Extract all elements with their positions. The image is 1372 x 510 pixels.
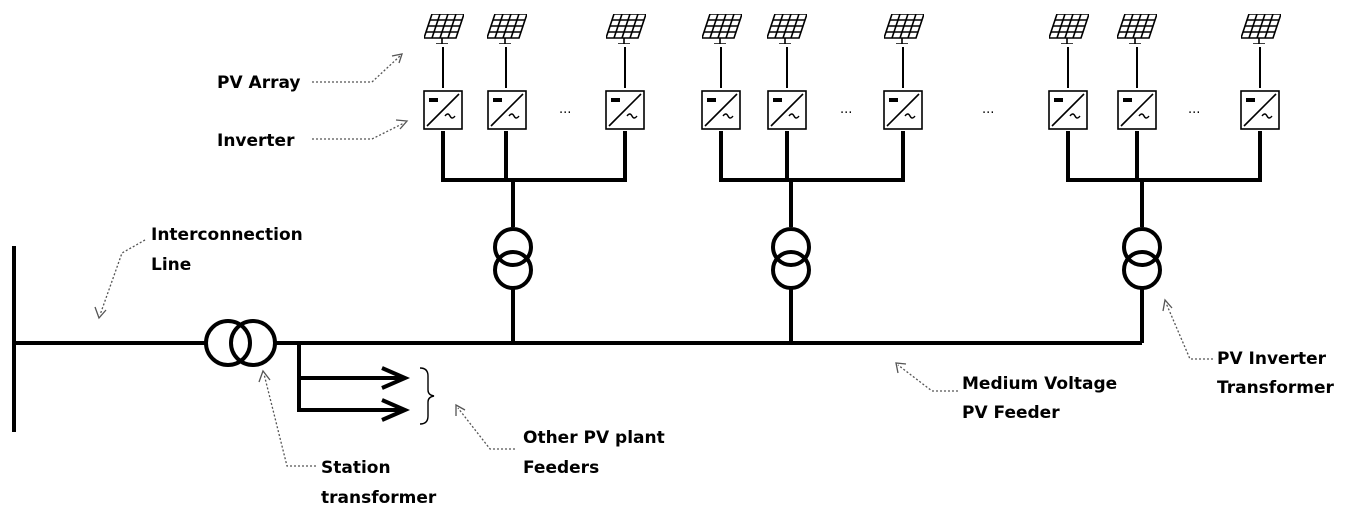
solar-panel-icon [767, 14, 807, 44]
inverter-icon [701, 90, 741, 130]
inverter-icon [1117, 90, 1157, 130]
label-pv-inverter-transformer: PV Inverter [1217, 349, 1327, 369]
inverter-icon [605, 90, 645, 130]
inverter-icon [883, 90, 923, 130]
solar-panel-icon [606, 14, 646, 44]
inverter-icon [423, 90, 463, 130]
label-mv-feeder: Medium Voltage [962, 374, 1117, 394]
pv-group-2: ... [701, 14, 924, 343]
label-interconnection-line: Line [151, 255, 191, 275]
solar-panel-icon [1117, 14, 1157, 44]
solar-panel-icon [424, 14, 464, 44]
label-pv-array: PV Array [217, 73, 301, 93]
label-interconnection-line: Interconnection [151, 225, 303, 245]
leader-other-feeders [455, 403, 515, 450]
inverter-icon [487, 90, 527, 130]
label-mv-feeder: PV Feeder [962, 403, 1060, 423]
transformer-icon [493, 227, 533, 290]
leader-interconnection-line [94, 239, 146, 320]
pv-group-1: ... [423, 14, 646, 343]
transformer-icon [771, 227, 811, 290]
label-other-feeders: Other PV plant [523, 428, 665, 448]
solar-panel-icon [1241, 14, 1281, 44]
leader-pv-inverter-transformer [1162, 298, 1213, 360]
inverter-icon [1048, 90, 1088, 130]
solar-panel-icon [1049, 14, 1089, 44]
label-other-feeders: Feeders [523, 458, 599, 478]
ellipsis: ... [982, 102, 994, 117]
leader-station-transformer [258, 369, 316, 467]
solar-panel-icon [884, 14, 924, 44]
ellipsis: ... [559, 102, 571, 117]
inverter-icon [767, 90, 807, 130]
inverter-icon [1240, 90, 1280, 130]
label-inverter: Inverter [217, 131, 295, 151]
label-station-transformer: Station [321, 458, 391, 478]
solar-panel-icon [487, 14, 527, 44]
arrow-right-icon [381, 398, 411, 422]
station-transformer-icon [204, 319, 277, 367]
solar-panel-icon [702, 14, 742, 44]
label-station-transformer: transformer [321, 488, 437, 508]
arrow-right-icon [381, 366, 411, 390]
leader-inverter [312, 119, 409, 140]
leader-mv-feeder [895, 362, 958, 392]
right-brace-icon [419, 367, 435, 425]
pv-group-3: ... [1048, 14, 1281, 343]
leader-pv-array [312, 53, 403, 83]
label-pv-inverter-transformer: Transformer [1217, 378, 1335, 398]
ellipsis: ... [840, 102, 852, 117]
transformer-icon [1122, 227, 1162, 290]
other-feeders-branch [297, 343, 403, 412]
ellipsis: ... [1188, 102, 1200, 117]
